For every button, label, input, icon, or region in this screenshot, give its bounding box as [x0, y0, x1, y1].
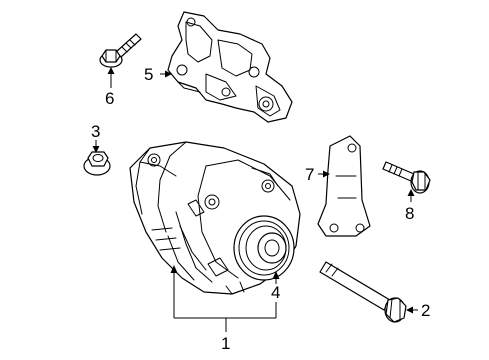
hex-nut-icon — [83, 151, 111, 176]
callout-8: 8 — [405, 204, 414, 223]
leader-1-4 — [170, 265, 280, 332]
leader-8 — [407, 189, 415, 202]
callout-4: 4 — [271, 283, 280, 302]
leader-6 — [107, 67, 115, 88]
callout-1: 1 — [221, 334, 230, 353]
flange-bolt-8-icon — [382, 161, 431, 194]
leader-7 — [318, 170, 330, 178]
callout-2: 2 — [421, 301, 430, 320]
mounting-bracket-icon — [167, 11, 293, 123]
leader-5 — [160, 70, 172, 78]
callout-7: 7 — [305, 165, 314, 184]
plate-bracket-icon — [317, 135, 371, 237]
callout-5: 5 — [144, 65, 153, 84]
callout-6: 6 — [105, 89, 114, 108]
pulley-icon — [233, 215, 295, 281]
leader-2 — [406, 306, 418, 314]
leader-3 — [92, 140, 100, 153]
long-bolt-icon — [319, 261, 407, 323]
callout-3: 3 — [91, 122, 100, 141]
flange-bolt-6-icon — [99, 33, 142, 68]
